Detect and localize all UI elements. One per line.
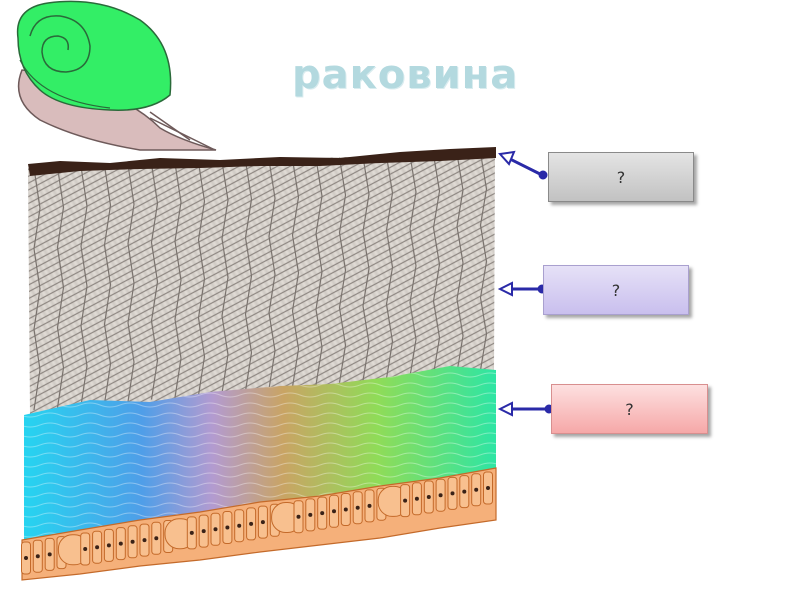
cell-nucleus (403, 498, 408, 503)
cell-nucleus (426, 495, 431, 499)
cell-nucleus (308, 512, 313, 517)
prism-column-line (315, 158, 323, 385)
cell-nucleus (486, 486, 490, 490)
prism-column-line (150, 163, 159, 400)
cell-nucleus (296, 514, 301, 519)
prism-column-line (456, 153, 464, 373)
prism-column-line (127, 164, 135, 402)
cell-nucleus (24, 556, 28, 560)
epithelium-layer (21, 467, 497, 581)
cell-nucleus (118, 541, 123, 546)
cell-nucleus (462, 489, 467, 494)
prism-column-line (291, 159, 300, 387)
prism-column-line (244, 160, 253, 392)
cell-nucleus (450, 491, 455, 496)
cell-nucleus (249, 521, 254, 526)
prism-column-line (338, 157, 347, 383)
inner-layer-label-text: ? (625, 399, 634, 419)
cell-nucleus (474, 487, 479, 492)
prismatic-layer (28, 152, 495, 415)
cell-nucleus (35, 554, 40, 559)
cell-nucleus (83, 547, 88, 551)
cell-nucleus (320, 511, 325, 516)
prism-column-line (80, 166, 88, 406)
cell-nucleus (225, 525, 230, 530)
prism-column-line (362, 156, 370, 381)
snail-icon (16, 0, 217, 151)
cell-nucleus (438, 493, 443, 498)
cell-nucleus (142, 538, 147, 543)
outer-layer-label-text: ? (616, 167, 626, 187)
prism-column-line (197, 162, 206, 396)
prism-column-line (479, 152, 488, 371)
prism-column-line (221, 161, 229, 394)
periostracum-layer (28, 147, 496, 176)
outer-layer-label-box[interactable]: ? (548, 152, 694, 202)
cell-nucleus (154, 536, 159, 541)
cell-nucleus (367, 503, 372, 508)
middle-layer-label-box[interactable]: ? (543, 265, 689, 315)
cell-nucleus (355, 505, 360, 510)
cell-nucleus (213, 527, 218, 532)
prism-column-line (174, 163, 182, 398)
prism-column-line (409, 155, 417, 377)
prism-column-line (33, 167, 41, 411)
nacre-layer (24, 366, 496, 540)
middle-layer-label-text: ? (611, 280, 621, 300)
cell-nucleus (237, 523, 242, 528)
cell-nucleus (414, 496, 419, 501)
prism-column-line (385, 155, 394, 379)
cell-nucleus (332, 509, 336, 514)
prism-column-line (56, 167, 65, 408)
cell-nucleus (189, 530, 194, 535)
cell-nucleus (201, 529, 206, 534)
prism-column-line (103, 165, 112, 404)
cell-nucleus (47, 552, 52, 557)
inner-layer-label-box[interactable]: ? (551, 384, 708, 434)
cell-nucleus (343, 507, 348, 512)
cell-nucleus (260, 520, 265, 525)
slide-title: раковина (292, 52, 519, 98)
cell-nucleus (95, 545, 100, 550)
cell-nucleus (106, 543, 111, 548)
prism-column-line (268, 159, 276, 390)
prism-column-line (432, 154, 441, 375)
cell-nucleus (130, 539, 135, 544)
